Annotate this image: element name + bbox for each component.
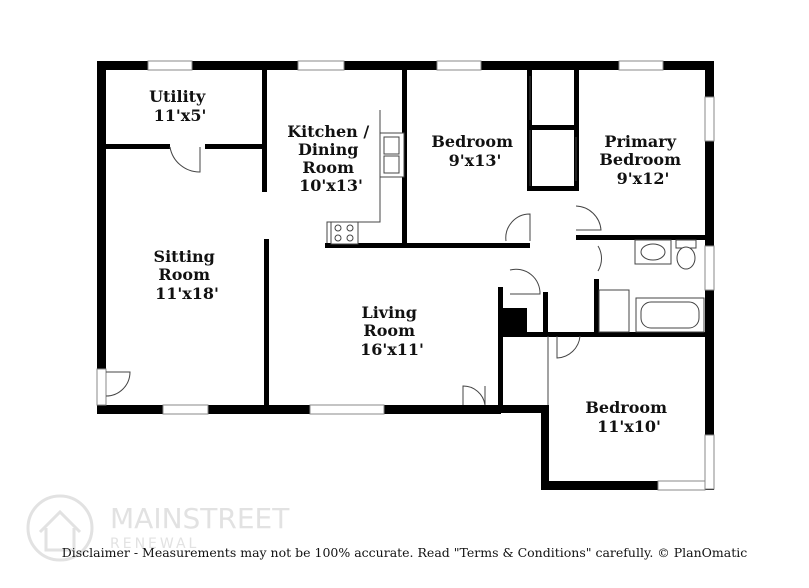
wall-utility-bottom-b — [205, 144, 266, 149]
room-size: 11'x5' — [154, 106, 207, 125]
room-sitting: Sitting Room 11'x18' — [154, 247, 221, 303]
room-name-line: Bedroom — [599, 150, 681, 169]
stove — [330, 221, 359, 245]
wall-hall-right — [543, 292, 548, 337]
window-bedroom2-bottom — [657, 480, 706, 491]
wall-kitchen-left — [262, 69, 267, 192]
wall-bedroom2-top — [546, 332, 708, 337]
window-living — [309, 404, 385, 415]
watermark-brand-line2: RENEWAL — [110, 536, 199, 552]
door-front — [462, 385, 486, 406]
doors — [105, 76, 602, 406]
room-name: Bedroom — [585, 398, 667, 417]
room-name: Bedroom — [431, 132, 513, 151]
wall-closet-left — [498, 287, 503, 412]
watermark-logo: MAINSTREET RENEWAL — [26, 494, 290, 562]
room-name-line: Kitchen / — [287, 122, 369, 141]
room-name-line: Sitting — [154, 247, 215, 266]
windows — [96, 60, 715, 491]
room-size: 11'x18' — [155, 284, 219, 303]
room-primary-bedroom: Primary Bedroom 9'x12' — [599, 132, 686, 188]
window-sitting — [162, 404, 209, 415]
window-bedroom1 — [436, 60, 482, 71]
room-size: 16'x11' — [360, 340, 424, 359]
room-name-line: Room — [158, 265, 210, 284]
room-name-line: Dining — [298, 140, 358, 159]
wall-bottom-right — [541, 481, 714, 490]
fixtures — [326, 110, 705, 333]
room-name-line: Room — [363, 321, 415, 340]
wall-top — [97, 61, 714, 70]
window-primary-top — [618, 60, 664, 71]
wall-sitting-right — [264, 239, 269, 406]
door-bedroom1 — [505, 213, 531, 242]
water-heater — [501, 308, 527, 332]
room-bedroom-1: Bedroom 9'x13' — [431, 132, 518, 170]
door-bath — [597, 245, 602, 272]
room-size: 11'x10' — [597, 417, 661, 436]
wall-closet-bottom — [499, 405, 549, 413]
window-utility — [147, 60, 193, 71]
door-bedroom2 — [556, 335, 581, 359]
window-sitting-door — [96, 368, 107, 406]
room-size: 9'x13' — [449, 151, 502, 170]
wall-bedroom2-left — [541, 405, 549, 490]
room-bedroom-2: Bedroom 11'x10' — [585, 398, 672, 436]
window-bath — [704, 245, 715, 291]
room-utility: Utility 11'x5' — [149, 87, 211, 125]
toilet — [676, 246, 696, 270]
house-logo-icon — [26, 494, 94, 562]
door-primary — [575, 205, 602, 231]
room-name-line: Primary — [604, 132, 676, 151]
room-name-line: Living — [361, 303, 417, 322]
wall-left — [97, 61, 106, 414]
room-name: Utility — [149, 87, 206, 106]
wall-living-top — [325, 243, 530, 248]
wall-bath-left — [594, 279, 599, 336]
room-size: 9'x12' — [617, 169, 670, 188]
wall-closet-mid — [527, 125, 577, 130]
door-sitting-exterior — [105, 371, 131, 397]
wall-closet-top — [498, 332, 548, 337]
wall-primary-left — [574, 69, 579, 191]
room-name-line: Room — [302, 158, 354, 177]
disclaimer-text: Disclaimer - Measurements may not be 100… — [61, 545, 748, 560]
room-living: Living Room 16'x11' — [360, 303, 424, 359]
wall-primary-bottom — [576, 235, 708, 240]
room-labels: Utility 11'x5' Kitchen / Dining Room 10'… — [149, 87, 686, 436]
door-utility — [169, 146, 201, 173]
room-kitchen: Kitchen / Dining Room 10'x13' — [287, 122, 375, 195]
window-bedroom2-right — [704, 434, 715, 490]
door-closet — [509, 268, 541, 295]
wall-closet-bottom2 — [527, 186, 577, 191]
room-size: 10'x13' — [299, 176, 363, 195]
wall-bottom-left — [97, 405, 501, 414]
linen-closet — [598, 289, 630, 333]
window-kitchen — [297, 60, 345, 71]
window-primary-right — [704, 96, 715, 142]
watermark-brand-line1: MAINSTREET — [110, 502, 290, 535]
wall-utility-bottom-a — [105, 144, 170, 149]
